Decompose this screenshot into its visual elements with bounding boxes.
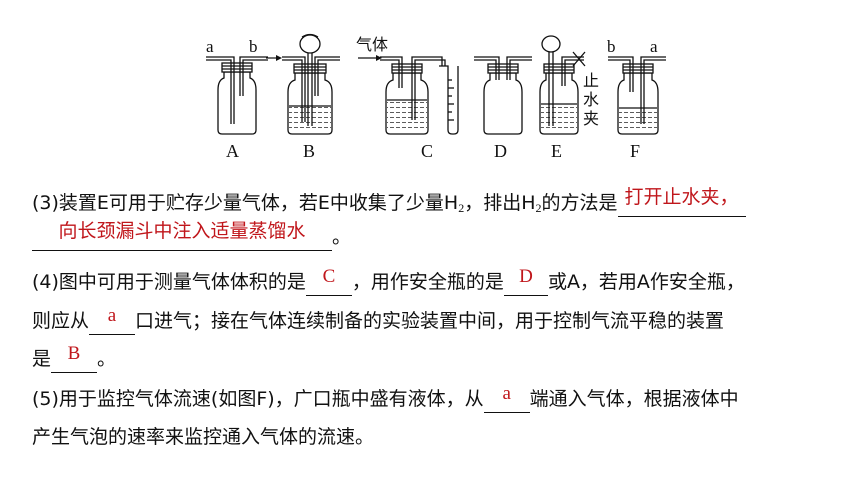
q3-suffix: 的方法是 — [541, 192, 618, 214]
gas-arrow-head-icon — [376, 55, 382, 61]
arrow-head-icon — [276, 55, 282, 61]
apparatus-b — [282, 33, 340, 135]
q5-part2: 端通入气体，根据液体中 — [529, 388, 739, 410]
clamp-label-1: 止 — [583, 71, 599, 90]
caption-d: D — [494, 141, 507, 161]
q5-part1: (5)用于监控气体流速(如图F)，广口瓶中盛有液体，从 — [32, 388, 484, 410]
q3-mid: ，排出H — [464, 192, 536, 214]
apparatus-f — [608, 56, 666, 135]
q3-answer-1: 打开止水夹， — [624, 186, 739, 208]
q4-part3: 或A，若用A作安全瓶， — [547, 271, 745, 293]
q4-line2-suffix: 口进气；接在气体连续制备的实验装置中间，用于控制气流平稳的装置 — [135, 310, 725, 332]
q4-answer-blank-1[interactable]: C — [305, 266, 352, 296]
question-3-line-1: (3)装置E可用于贮存少量气体，若E中收集了少量H2，排出H2的方法是打开止水夹… — [32, 186, 746, 221]
q4-part1: (4)图中可用于测量气体体积的是 — [32, 271, 306, 293]
q4-answer-blank-4[interactable]: B — [51, 343, 98, 373]
apparatus-a — [206, 56, 268, 135]
apparatus-d — [474, 56, 532, 135]
question-3-line-2: 向长颈漏斗中注入适量蒸馏水 。 — [32, 220, 352, 251]
q4-line3-end: 。 — [97, 348, 117, 370]
q4-answer-4: B — [67, 343, 81, 364]
port-label-f-b: b — [607, 37, 616, 56]
q5-line2: 产生气泡的速率来监控通入气体的流速。 — [32, 426, 375, 448]
port-label-f-a: a — [650, 37, 658, 56]
q3-prefix: (3)装置E可用于贮存少量气体，若E中收集了少量H — [32, 192, 459, 214]
q3-end: 。 — [332, 226, 352, 248]
q4-answer-blank-3[interactable]: a — [89, 305, 136, 335]
q3-subscript-2: 2 — [535, 201, 542, 215]
apparatus-c — [380, 56, 459, 135]
apparatus-figure: a b A B 气体 C D — [206, 33, 666, 161]
caption-a: A — [226, 141, 239, 161]
port-label-a: a — [206, 37, 214, 56]
question-5-line-1: (5)用于监控气体流速(如图F)，广口瓶中盛有液体，从 a 端通入气体，根据液体中 — [32, 383, 739, 413]
caption-e: E — [551, 141, 562, 161]
clamp-label-3: 夹 — [583, 109, 599, 128]
q4-answer-1: C — [322, 266, 336, 287]
question-4-line-1: (4)图中可用于测量气体体积的是 C ，用作安全瓶的是 D 或A，若用A作安全瓶， — [32, 266, 745, 296]
q4-line3-prefix: 是 — [32, 348, 52, 370]
clamp-label-2: 水 — [583, 90, 599, 109]
q4-answer-3: a — [107, 305, 117, 326]
q3-answer-blank-1[interactable]: 打开止水夹， — [617, 186, 746, 217]
q4-answer-blank-2[interactable]: D — [503, 266, 548, 296]
q3-subscript-1: 2 — [458, 201, 465, 215]
apparatus-e — [539, 35, 586, 135]
port-label-b: b — [249, 37, 258, 56]
q4-answer-2: D — [519, 266, 533, 287]
caption-b: B — [303, 141, 315, 161]
caption-c: C — [421, 141, 433, 161]
question-5-line-2: 产生气泡的速率来监控通入气体的流速。 — [32, 424, 374, 450]
q4-part2: ，用作安全瓶的是 — [351, 271, 504, 293]
q5-answer-1: a — [502, 383, 511, 404]
question-4-line-2: 则应从 a 口进气；接在气体连续制备的实验装置中间，用于控制气流平稳的装置 — [32, 305, 725, 335]
q5-answer-blank-1[interactable]: a — [483, 383, 530, 413]
gas-label: 气体 — [356, 35, 388, 54]
q3-answer-2: 向长颈漏斗中注入适量蒸馏水 — [58, 220, 306, 242]
q4-line2-prefix: 则应从 — [32, 310, 90, 332]
q3-answer-blank-2[interactable]: 向长颈漏斗中注入适量蒸馏水 — [32, 220, 332, 251]
caption-f: F — [630, 141, 640, 161]
